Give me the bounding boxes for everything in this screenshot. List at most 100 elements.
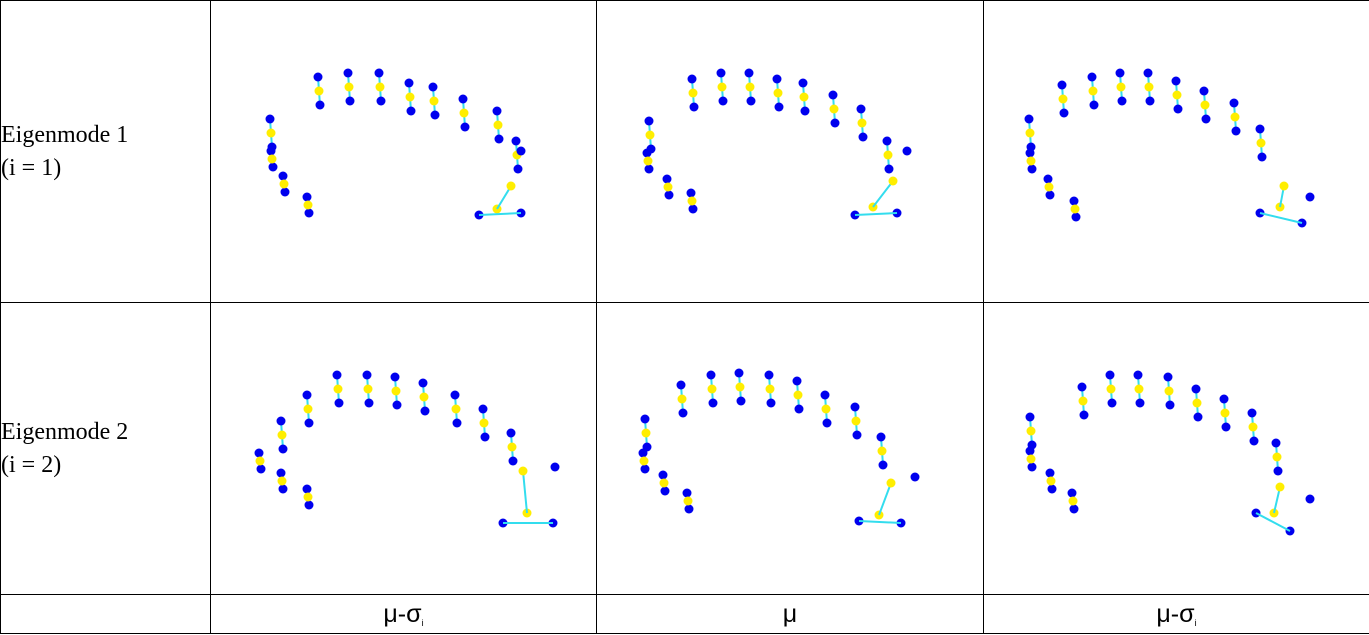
landmark-point <box>774 102 784 112</box>
midpoint-marker <box>687 196 697 206</box>
landmark-point <box>406 106 416 116</box>
landmark-point <box>1025 412 1035 422</box>
landmark-point <box>734 368 744 378</box>
landmark-point <box>315 100 325 110</box>
midpoint-marker <box>1025 128 1035 138</box>
midpoint-marker <box>877 446 887 456</box>
landmark-group <box>638 368 920 528</box>
midpoint-marker <box>1272 452 1282 462</box>
row-label-eigenmode-2: Eigenmode 2 (i = 2) <box>0 302 211 595</box>
midpoint-marker <box>1078 396 1088 406</box>
landmark-point <box>638 448 648 458</box>
landmark-point <box>256 464 266 474</box>
landmark-point <box>660 486 670 496</box>
midpoint-marker <box>303 404 313 414</box>
midpoint-marker <box>1134 384 1144 394</box>
landmark-point <box>1079 410 1089 420</box>
landmark-point <box>850 402 860 412</box>
midpoint-marker <box>314 86 324 96</box>
midpoint-marker <box>507 442 517 452</box>
landmark-point <box>418 378 428 388</box>
midpoint-marker <box>883 150 893 160</box>
landmark-point <box>744 68 754 78</box>
landmark-point <box>858 132 868 142</box>
landmark-point <box>689 102 699 112</box>
midpoint-marker <box>821 404 831 414</box>
mu-sigma-symbol: μ-σ <box>383 599 422 628</box>
midpoint-marker <box>279 179 289 189</box>
mu-symbol: μ <box>782 599 798 628</box>
column-label-mu-minus-sigma: μ-σi <box>210 594 597 634</box>
landmark-point <box>772 74 782 84</box>
connector-line <box>1255 512 1291 532</box>
column-label-mu-minus-sigma-2: μ-σi <box>983 594 1369 634</box>
midpoint-marker <box>1279 181 1289 191</box>
midpoint-marker <box>1192 398 1202 408</box>
midpoint-marker <box>735 382 745 392</box>
landmark-point <box>478 404 488 414</box>
landmark-point <box>1087 72 1097 82</box>
landmark-point <box>1077 382 1087 392</box>
landmark-point <box>1305 494 1315 504</box>
landmark-point <box>828 90 838 100</box>
landmark-point <box>684 504 694 514</box>
midpoint-marker <box>391 386 401 396</box>
midpoint-marker <box>493 120 503 130</box>
connector-line <box>872 180 894 208</box>
midpoint-marker <box>643 156 653 166</box>
midpoint-marker <box>277 476 287 486</box>
landmark-point <box>1107 398 1117 408</box>
landmark-point <box>1059 108 1069 118</box>
midpoint-marker <box>857 118 867 128</box>
row-index: (i = 1) <box>1 154 62 181</box>
sigma-subscript: i <box>421 617 424 628</box>
landmark-point <box>364 398 374 408</box>
midpoint-marker <box>639 456 649 466</box>
landmark-point <box>644 116 654 126</box>
midpoint-marker <box>659 478 669 488</box>
midpoint-marker <box>1070 204 1080 214</box>
midpoint-marker <box>429 96 439 106</box>
mu-sigma-symbol: μ-σ <box>1156 599 1195 628</box>
midpoint-marker <box>1026 454 1036 464</box>
shape-model-plot <box>638 368 920 528</box>
shape-model-plot <box>254 370 560 528</box>
landmark-point <box>716 68 726 78</box>
landmark-point <box>1071 212 1081 222</box>
landmark-point <box>676 380 686 390</box>
landmark-point <box>278 171 288 181</box>
landmark-point <box>662 174 672 184</box>
landmark-point <box>1045 468 1055 478</box>
landmark-point <box>278 444 288 454</box>
midpoint-marker <box>303 200 313 210</box>
row-name: Eigenmode 1 <box>1 121 129 148</box>
plot-mode2-variant <box>983 302 1369 595</box>
landmark-point <box>1117 96 1127 106</box>
landmark-point <box>1047 484 1057 494</box>
row-name: Eigenmode 2 <box>1 418 129 445</box>
landmark-point <box>688 204 698 214</box>
landmark-point <box>550 462 560 472</box>
connector-line <box>854 212 898 216</box>
midpoint-marker <box>745 82 755 92</box>
landmark-point <box>345 96 355 106</box>
landmark-point <box>1173 104 1183 114</box>
shape-model-plot <box>265 68 526 220</box>
plot-mode2-mean <box>596 302 984 595</box>
midpoint-marker <box>506 181 516 191</box>
landmark-point <box>682 488 692 498</box>
landmark-point <box>852 430 862 440</box>
midpoint-marker <box>459 108 469 118</box>
landmark-point <box>428 82 438 92</box>
landmark-point <box>878 460 888 470</box>
landmark-point <box>1045 190 1055 200</box>
midpoint-marker <box>277 430 287 440</box>
landmark-point <box>642 148 652 158</box>
landmark-point <box>1135 398 1145 408</box>
midpoint-marker <box>799 92 809 102</box>
plot-mode1-minus <box>210 0 597 303</box>
landmark-point <box>276 416 286 426</box>
midpoint-marker <box>1068 496 1078 506</box>
landmark-point <box>1229 98 1239 108</box>
